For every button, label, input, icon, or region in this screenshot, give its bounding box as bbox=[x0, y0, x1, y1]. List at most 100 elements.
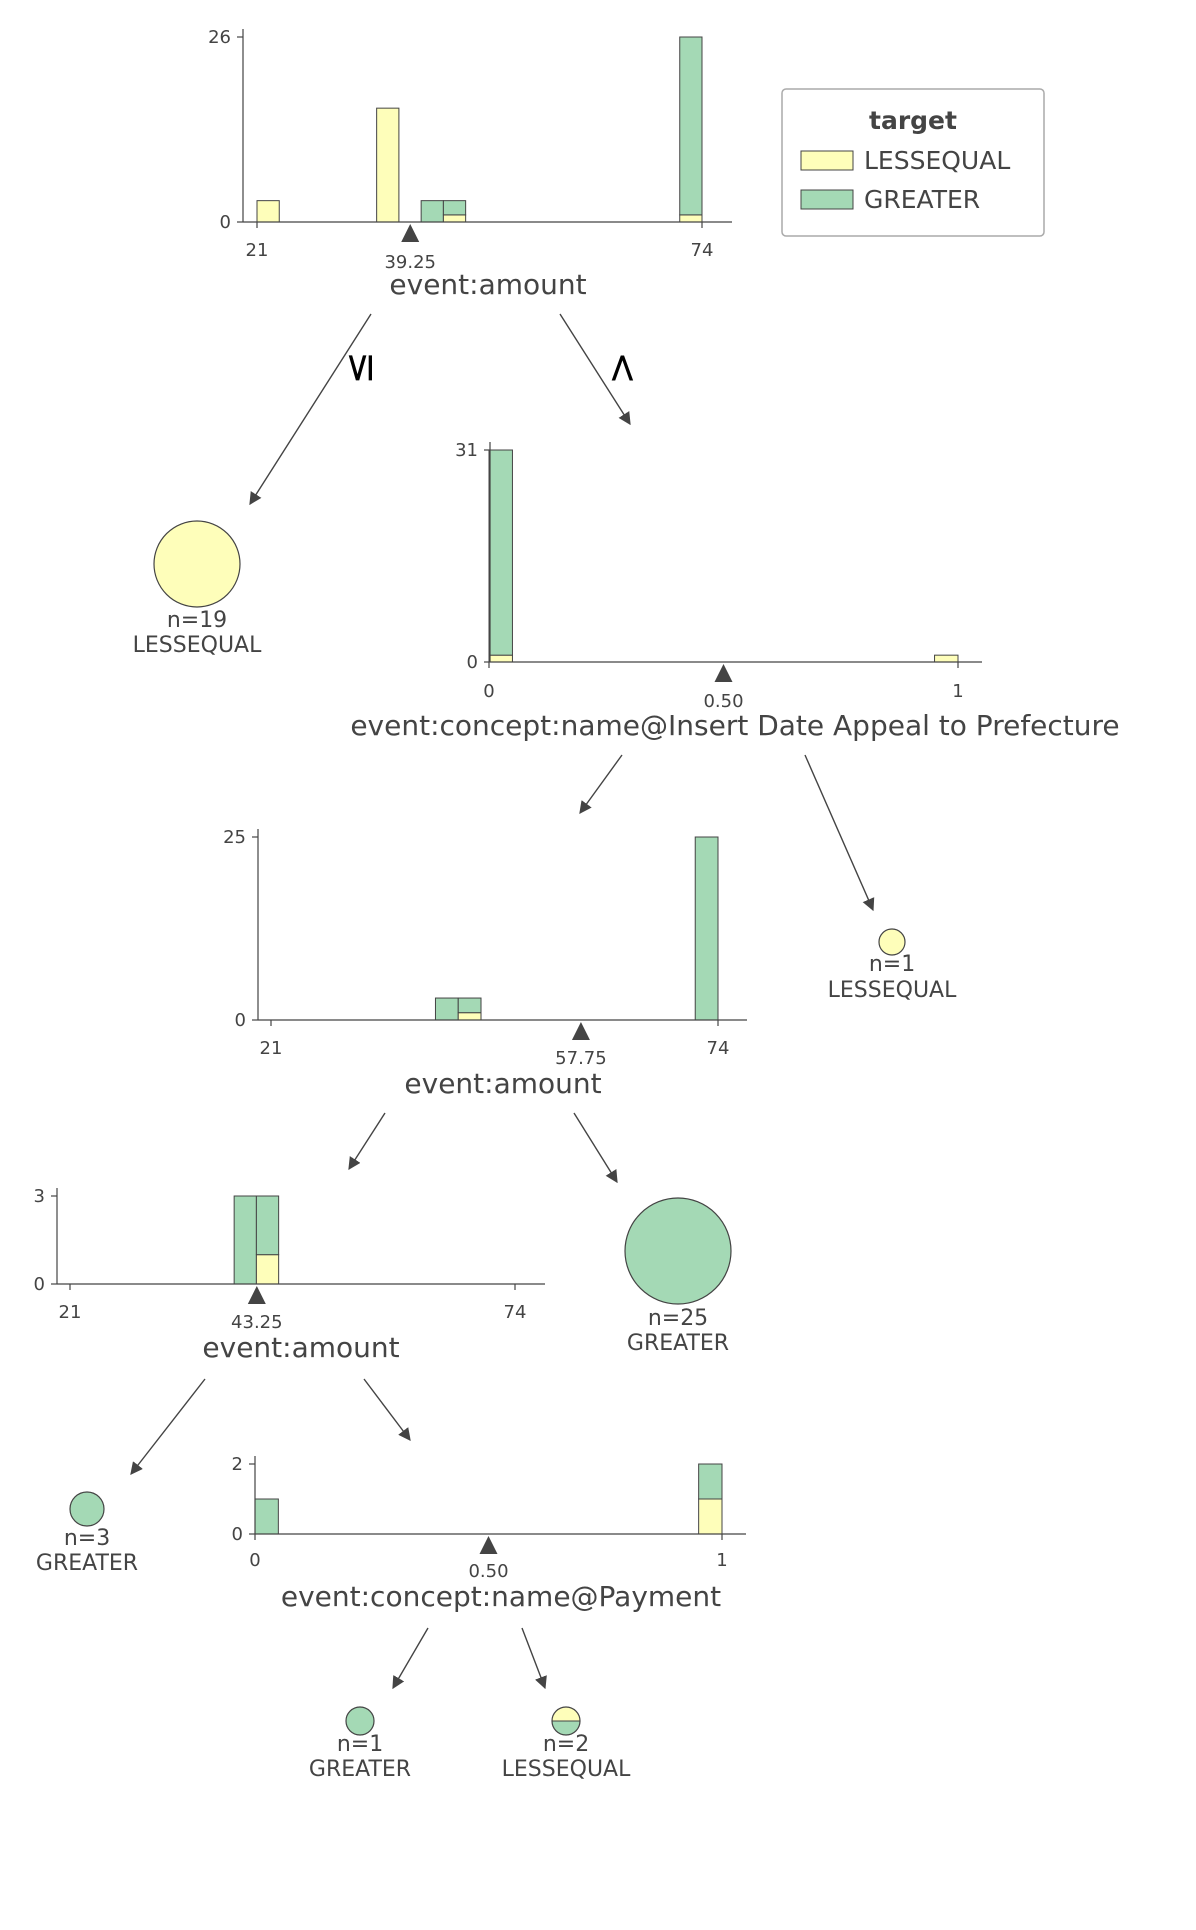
bar-lessequal-0 bbox=[256, 200, 280, 223]
x-tick-label: 1 bbox=[952, 681, 963, 702]
bar-greater-0 bbox=[233, 1195, 257, 1285]
bar-greater-3 bbox=[442, 200, 467, 216]
split-marker-icon bbox=[401, 224, 420, 242]
feature-label: event:amount bbox=[202, 1331, 399, 1364]
split-marker-icon bbox=[479, 1536, 498, 1554]
y-tick-label: 31 bbox=[455, 440, 478, 461]
y-tick-label: 0 bbox=[34, 1274, 45, 1295]
edge-label-greater: > bbox=[599, 351, 645, 385]
leaf-class-label: GREATER bbox=[627, 1331, 729, 1356]
leaf-count-label: n=1 bbox=[337, 1732, 383, 1757]
bar-greater-1 bbox=[698, 1463, 723, 1500]
y-tick-label: 26 bbox=[208, 27, 231, 48]
leaf-count-label: n=25 bbox=[648, 1306, 708, 1331]
split-value-label: 57.75 bbox=[555, 1048, 607, 1069]
x-tick-label: 1 bbox=[716, 1550, 727, 1571]
edge-payment-to-leaf-5 bbox=[392, 1627, 429, 1690]
bar-lessequal-4 bbox=[679, 214, 703, 223]
bar-lessequal-1 bbox=[698, 1498, 723, 1535]
split-value-label: 0.50 bbox=[703, 691, 743, 712]
bar-lessequal-1 bbox=[376, 107, 400, 223]
x-tick-label: 74 bbox=[504, 1302, 527, 1323]
edge-amount-3-to-leaf-4 bbox=[130, 1378, 206, 1475]
feature-label: event:concept:name@Payment bbox=[281, 1580, 721, 1613]
bar-greater-4 bbox=[679, 36, 703, 216]
edge-amount-2-to-leaf-3 bbox=[573, 1112, 618, 1184]
edge-payment-to-leaf-6 bbox=[521, 1627, 547, 1690]
leaf-class-label: LESSEQUAL bbox=[828, 978, 957, 1003]
leaf-class-label: LESSEQUAL bbox=[502, 1757, 631, 1782]
y-tick-label: 0 bbox=[232, 1524, 243, 1545]
x-tick-label: 21 bbox=[246, 240, 269, 261]
edge-root-to-leaf-1 bbox=[249, 313, 372, 506]
legend-label-greater: GREATER bbox=[864, 185, 980, 214]
legend-label-lessequal: LESSEQUAL bbox=[864, 146, 1010, 175]
split-value-label: 43.25 bbox=[231, 1312, 283, 1333]
x-tick-label: 21 bbox=[59, 1302, 82, 1323]
edge-label-lessequal: ≤ bbox=[336, 351, 382, 385]
bar-lessequal-3 bbox=[442, 214, 467, 223]
feature-label: event:amount bbox=[404, 1067, 601, 1100]
x-tick-label: 74 bbox=[707, 1038, 730, 1059]
x-tick-label: 0 bbox=[483, 681, 494, 702]
leaf-circle bbox=[878, 928, 906, 956]
leaf-class-label: GREATER bbox=[309, 1757, 411, 1782]
leaf-circle bbox=[69, 1491, 105, 1527]
legend: target LESSEQUAL GREATER bbox=[781, 88, 1045, 237]
bar-greater-0 bbox=[488, 449, 513, 656]
bar-greater-1 bbox=[457, 997, 482, 1014]
edge-root-to-insert-date bbox=[559, 313, 631, 426]
split-value-label: 39.25 bbox=[384, 252, 436, 273]
split-marker-icon bbox=[247, 1286, 266, 1304]
split-marker-icon bbox=[714, 664, 733, 682]
leaf-count-label: n=2 bbox=[543, 1732, 589, 1757]
x-tick-label: 21 bbox=[260, 1038, 283, 1059]
leaf-class-label: GREATER bbox=[36, 1551, 138, 1576]
leaf-pie-greater bbox=[552, 1721, 580, 1735]
leaf-count-label: n=19 bbox=[167, 608, 227, 633]
edge-insert-date-to-amount-2 bbox=[579, 754, 623, 815]
bar-greater-1 bbox=[255, 1195, 280, 1256]
leaf-circle bbox=[624, 1197, 732, 1305]
bar-greater-0 bbox=[254, 1498, 279, 1535]
leaf-count-label: n=3 bbox=[64, 1526, 110, 1551]
split-value-label: 0.50 bbox=[468, 1561, 508, 1582]
feature-label: event:amount bbox=[389, 268, 586, 301]
y-tick-label: 0 bbox=[467, 652, 478, 673]
bar-greater-2 bbox=[420, 200, 444, 223]
feature-label: event:concept:name@Insert Date Appeal to… bbox=[350, 709, 1119, 742]
y-tick-label: 3 bbox=[34, 1186, 45, 1207]
bar-lessequal-0 bbox=[488, 654, 513, 663]
leaf-circle-outline bbox=[551, 1706, 581, 1736]
leaf-pie-lessequal bbox=[552, 1707, 580, 1721]
edge-amount-3-to-payment bbox=[363, 1378, 411, 1442]
y-tick-label: 2 bbox=[232, 1454, 243, 1475]
bar-greater-2 bbox=[694, 836, 719, 1021]
bar-lessequal-1 bbox=[457, 1012, 482, 1021]
leaf-count-label: n=1 bbox=[869, 952, 915, 977]
x-tick-label: 0 bbox=[249, 1550, 260, 1571]
edge-insert-date-to-leaf-2 bbox=[804, 754, 875, 912]
x-tick-label: 74 bbox=[691, 240, 714, 261]
leaf-class-label: LESSEQUAL bbox=[133, 633, 262, 658]
y-tick-label: 0 bbox=[235, 1010, 246, 1031]
legend-swatch-lessequal bbox=[800, 150, 854, 171]
bar-greater-0 bbox=[434, 997, 459, 1021]
split-marker-icon bbox=[571, 1022, 590, 1040]
legend-title: target bbox=[869, 106, 957, 135]
tree-edges bbox=[130, 313, 875, 1690]
legend-swatch-greater bbox=[800, 189, 854, 210]
bar-lessequal-1 bbox=[934, 654, 959, 663]
edge-amount-2-to-amount-3 bbox=[348, 1112, 386, 1171]
